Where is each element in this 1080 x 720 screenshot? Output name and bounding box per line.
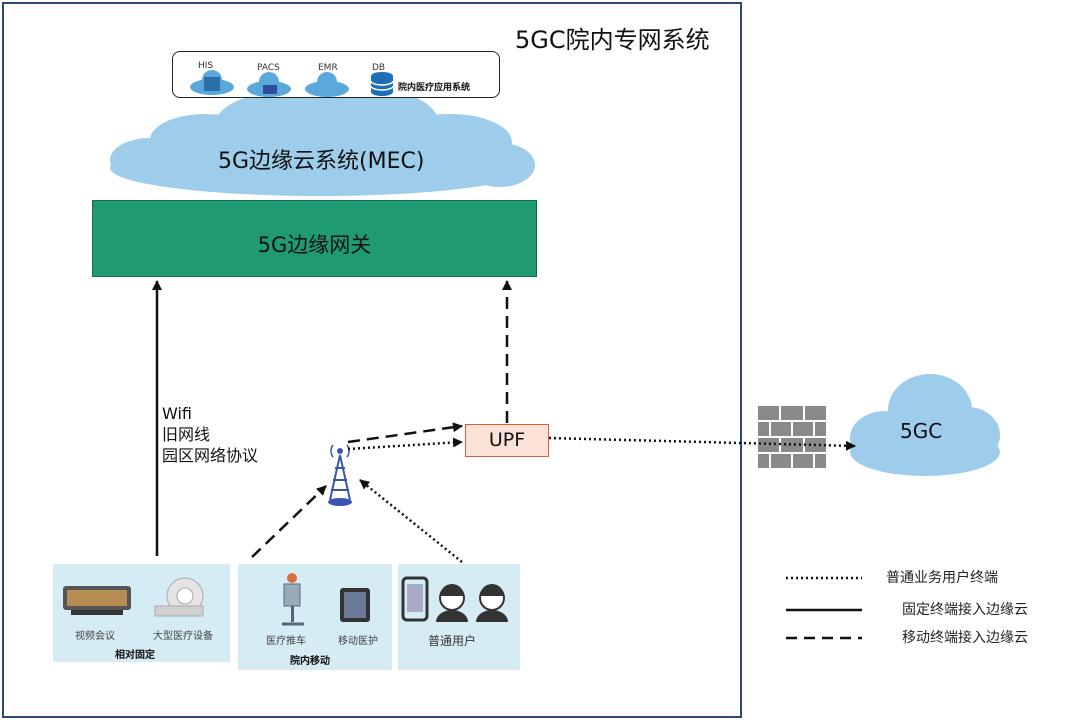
his-cloud-icon [190, 70, 234, 95]
device-label-medical-cart: 医疗推车 [266, 636, 306, 647]
users-icon [436, 584, 508, 622]
access-method-wifi: Wifi [162, 404, 192, 423]
mobile-care-tablet-icon [340, 588, 370, 622]
phone-icon [401, 576, 429, 622]
group-label-mobile: 院内移动 [290, 656, 330, 667]
device-label-medical-equipment: 大型医疗设备 [153, 631, 213, 642]
station-to-upf-dotted-arrow [347, 437, 463, 451]
app-label-pacs: PACS [257, 63, 280, 73]
fixed-terminals-panel: 视频会议 大型医疗设备 相对固定 [53, 564, 230, 662]
emr-cloud-icon [305, 72, 349, 97]
base-station-icon [328, 444, 352, 506]
pacs-cloud-icon [247, 72, 291, 97]
fixed-access-methods: Wifi 旧网线 园区网络协议 [162, 403, 258, 466]
firewall-icon [758, 406, 826, 468]
medical-equipment-icon [154, 577, 204, 617]
station-to-upf-dashed-arrow [347, 422, 463, 444]
mec-label: 5G边缘云系统(MEC) [218, 149, 425, 174]
mobile-to-station-arrow [251, 485, 327, 558]
edge-gateway-label: 5G边缘网关 [257, 233, 372, 257]
access-method-campus-protocol: 园区网络协议 [162, 446, 259, 465]
access-method-legacy-cable: 旧网线 [162, 425, 211, 444]
device-label-video-conference: 视频会议 [75, 631, 115, 642]
video-conference-icon [63, 586, 131, 615]
database-icon [370, 72, 394, 96]
users-to-station-arrow [359, 479, 463, 563]
system-title: 5GC院内专网系统 [515, 26, 710, 54]
edge-gateway: 5G边缘网关 [92, 200, 537, 277]
core-label: 5GC [900, 419, 943, 443]
app-label-his: HIS [198, 61, 214, 71]
upf-node: UPF [465, 424, 549, 457]
device-label-mobile-care: 移动医护 [338, 636, 378, 647]
group-label-general: 普通用户 [428, 634, 477, 648]
mobile-terminals-panel: 医疗推车 移动医护 院内移动 [238, 564, 392, 670]
upf-to-core-arrow [548, 436, 856, 451]
medical-cart-icon [282, 573, 304, 626]
app-label-emr: EMR [318, 63, 338, 73]
legend-label-dashed: 移动终端接入边缘云 [902, 630, 1028, 646]
hospital-apps-caption: 院内医疗应用系统 [398, 83, 471, 93]
private-network-frame [2, 2, 742, 718]
legend-label-dotted: 普通业务用户终端 [886, 570, 998, 586]
mec-cloud-icon [110, 89, 535, 196]
app-label-db: DB [372, 63, 386, 73]
group-label-fixed: 相对固定 [115, 650, 155, 661]
legend-label-solid: 固定终端接入边缘云 [902, 602, 1028, 618]
general-users-panel: 普通用户 [398, 564, 520, 670]
core-cloud-icon [850, 374, 1000, 476]
